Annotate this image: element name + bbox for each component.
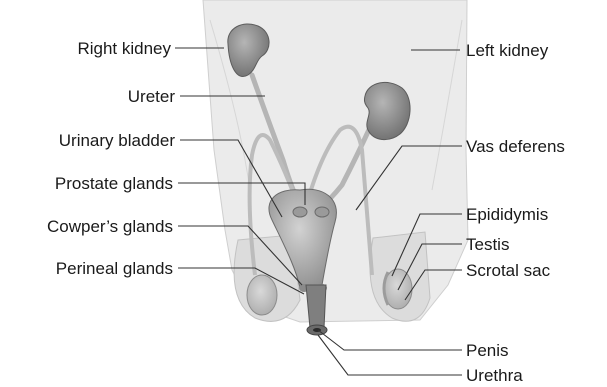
label-ureter: Ureter — [128, 87, 176, 106]
label-epididymis: Epididymis — [466, 205, 548, 224]
left-kidney-shape — [364, 82, 410, 139]
label-perineal-glands: Perineal glands — [56, 259, 173, 278]
label-prostate-glands: Prostate glands — [55, 174, 173, 193]
label-left-kidney: Left kidney — [466, 41, 549, 60]
label-urinary-bladder: Urinary bladder — [59, 131, 176, 150]
label-urethra: Urethra — [466, 366, 523, 385]
label-cowpers-glands: Cowper’s glands — [47, 217, 173, 236]
label-scrotal-sac: Scrotal sac — [466, 261, 551, 280]
penis-shape — [306, 285, 327, 335]
label-vas-deferens: Vas deferens — [466, 137, 565, 156]
label-right-kidney: Right kidney — [77, 39, 171, 58]
label-penis: Penis — [466, 341, 509, 360]
label-testis: Testis — [466, 235, 509, 254]
